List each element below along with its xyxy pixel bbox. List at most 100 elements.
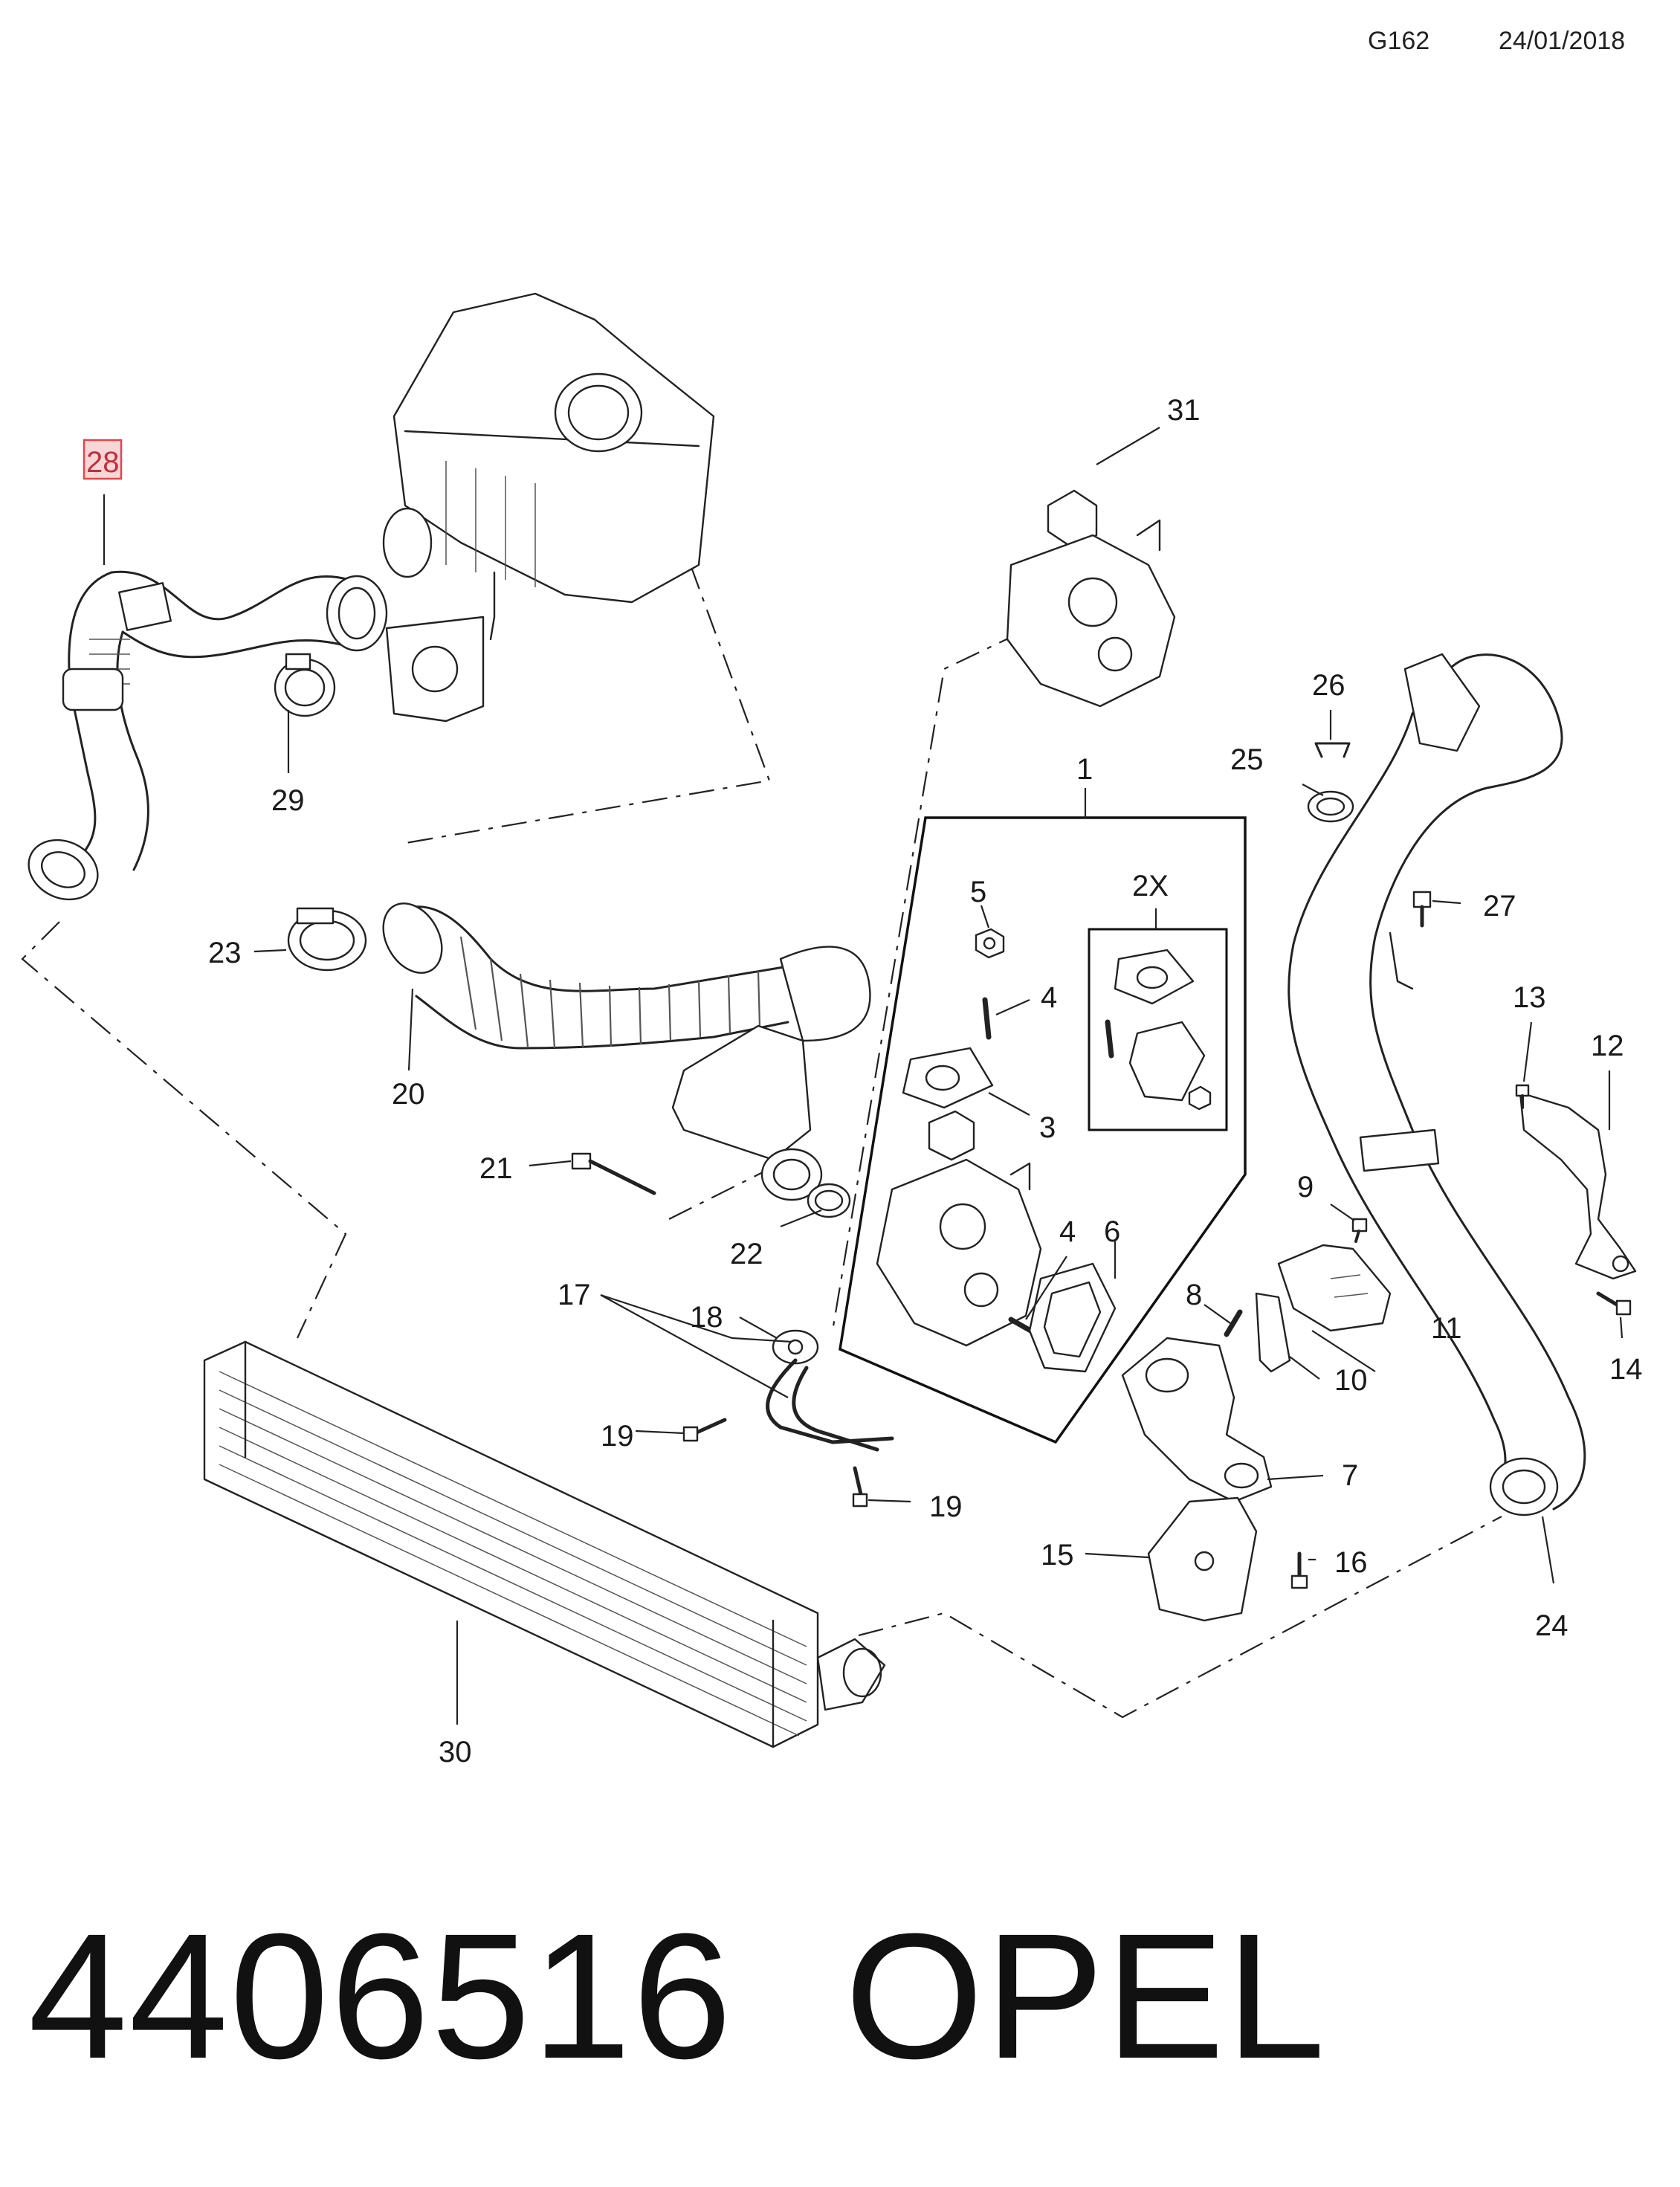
callout-23[interactable]: 23 [208,937,242,969]
callout-29[interactable]: 29 [271,784,305,817]
callout-16[interactable]: 16 [1334,1546,1368,1579]
clip-26-shape [1314,742,1351,758]
callout-10[interactable]: 10 [1334,1364,1368,1397]
callout-15[interactable]: 15 [1041,1539,1074,1571]
clip-25-inner [1316,797,1345,816]
bolt-13 [1515,1084,1530,1109]
hose-28-outer-right [116,630,351,871]
air-box [382,292,715,723]
bolt-9 [1351,1218,1368,1243]
bolt-19b-head [852,1493,868,1508]
callout-14[interactable]: 14 [1609,1353,1643,1386]
egr-kit-bracket [1009,1162,1031,1191]
callout-19a[interactable]: 19 [601,1420,634,1453]
pipe-24-clamp [1489,1457,1559,1516]
leader-27 [1432,899,1461,905]
throttle-bore [411,645,459,693]
callout-4a[interactable]: 4 [1041,981,1057,1014]
leader-13 [1522,1021,1533,1082]
clamp-23-screw [296,907,335,925]
callout-26[interactable]: 26 [1312,669,1345,702]
leader-15 [1085,1552,1149,1559]
part-number: 4406516 [28,1896,734,2096]
callout-22[interactable]: 22 [730,1238,763,1270]
callout-4b[interactable]: 4 [1059,1215,1076,1248]
bracket-15-body [1147,1496,1258,1622]
bolt-16 [1290,1551,1308,1589]
gasket-6-inner [1043,1281,1102,1358]
clip-26 [1314,742,1351,758]
clip-25-ring [1307,790,1354,823]
callout-6[interactable]: 6 [1104,1215,1120,1248]
callout-24[interactable]: 24 [1535,1609,1568,1642]
pipe-18-tube [792,1366,879,1452]
bolt-14 [1596,1291,1632,1316]
bolt-27-head [1412,891,1432,908]
hose-20-upper-edge [389,905,789,992]
dash-31-to-18 [831,631,1023,1331]
pipe-24-inner [1288,712,1507,1488]
callout-19b[interactable]: 19 [929,1490,963,1523]
bolt-13-head [1515,1084,1530,1097]
callout-12[interactable]: 12 [1591,1030,1624,1062]
callout-25[interactable]: 25 [1230,743,1264,776]
bolt-21 [571,1152,656,1195]
heat-shield-11 [1277,1244,1392,1332]
leader-4b [1025,1256,1067,1320]
hose-28-marks [89,639,130,685]
callout-3[interactable]: 3 [1039,1111,1056,1144]
callout-27[interactable]: 27 [1483,890,1516,923]
egr-31-port-2 [1097,636,1133,672]
elbow-7-outlet [1224,1462,1259,1489]
brand-name: OPEL [844,1896,1327,2096]
pipe-17-tube [766,1358,894,1444]
pipe-24-top-cuff [1403,653,1481,752]
egr-kit-port-2 [963,1272,999,1308]
leader-17b [600,1294,789,1398]
callout-21[interactable]: 21 [479,1152,513,1185]
callout-9[interactable]: 9 [1297,1171,1314,1204]
hose-28 [28,570,388,901]
callout-11[interactable]: 11 [1431,1312,1462,1345]
bolt-9-shank [1354,1230,1360,1243]
callout-17[interactable]: 17 [558,1279,591,1311]
callout-31[interactable]: 31 [1167,394,1201,427]
dash-21-to-manifold [668,1166,774,1220]
callout-8[interactable]: 8 [1186,1279,1202,1311]
callout-18[interactable]: 18 [690,1301,723,1334]
callout-5[interactable]: 5 [970,876,986,908]
callout-28[interactable]: 28 [86,446,120,479]
throttle-valve [385,616,485,723]
callout-20[interactable]: 20 [392,1078,425,1111]
air-box-drain [489,571,496,641]
bolt-21-head [571,1152,592,1170]
leader-14 [1619,1317,1624,1339]
hose-28-clamp-bottom [28,839,99,901]
callout-30[interactable]: 30 [439,1736,472,1768]
leader-9 [1330,1204,1355,1221]
pipe-24 [1288,653,1586,1516]
callout-7[interactable]: 7 [1342,1459,1358,1492]
hose-28-clamp-bottom-inner [41,851,85,888]
pipe-24-clamp-inner [1502,1469,1546,1505]
leader-24 [1541,1516,1555,1584]
bolt-16-head [1290,1574,1308,1589]
kit-2x-stud [1105,1019,1114,1059]
callouts: 28 29 23 20 21 22 31 1 2X 5 4 3 4 6 8 9 … [86,394,1643,1768]
callout-1[interactable]: 1 [1076,753,1093,786]
callout-13[interactable]: 13 [1513,981,1546,1014]
elbow-7-port [1145,1357,1189,1393]
gasket-6 [1028,1262,1117,1373]
bolt-21-shank [588,1159,656,1195]
intercooler-fins [219,1371,807,1737]
air-box-inlet [382,507,433,578]
leader-21 [529,1160,572,1167]
bolt-14-shank [1596,1291,1619,1307]
air-box-seam [404,430,700,448]
pipe-17-18 [766,1329,894,1452]
callout-2x[interactable]: 2X [1132,870,1169,902]
bracket-12-hole [1612,1255,1629,1273]
kit-2x-gasket-top [1114,949,1195,1005]
air-box-ribs [445,461,536,587]
